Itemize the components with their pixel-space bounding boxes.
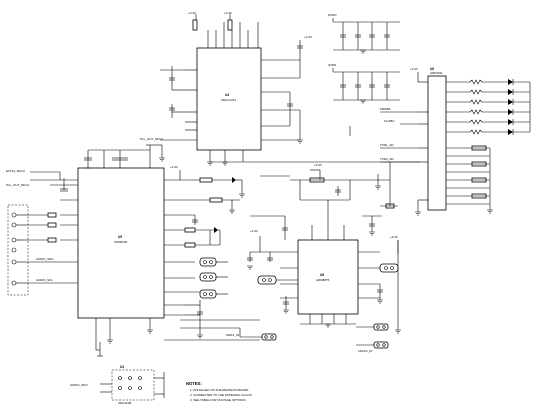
notes-line-1: 1. INSTALLED ON THE REVISION BOARD. bbox=[190, 388, 249, 392]
svg-text:+3.3V: +3.3V bbox=[188, 11, 196, 15]
net-pll-2: PLL_OUT_MCLK bbox=[6, 183, 29, 187]
notes-block: NOTES: 1. INSTALLED ON THE REVISION BOAR… bbox=[186, 381, 252, 402]
svg-text:DVDD: DVDD bbox=[328, 13, 337, 17]
chip-u4-part: ADAU1761 bbox=[221, 98, 236, 102]
chip-u6: U6 ADP3611 +3.3V bbox=[349, 67, 531, 216]
chip-u4-ref: U4 bbox=[225, 93, 229, 97]
chip-u8-ref: U8 bbox=[320, 273, 324, 277]
chip-u8-part: ADM8875 bbox=[316, 278, 330, 282]
chip-u3-part: ADG1209 bbox=[118, 401, 132, 405]
net-fb: FB/ABA bbox=[380, 107, 391, 111]
chip-u4: U4 ADAU1761 bbox=[140, 11, 312, 166]
connector-left bbox=[7, 204, 29, 296]
chip-u5: U5 SSM2603 EXT12_MCLK PLL_OUT_MCLK bbox=[6, 144, 210, 357]
chip-u5-part: SSM2603 bbox=[114, 240, 128, 244]
net-scl: AUDIO_SCL bbox=[36, 278, 53, 282]
net-fl: FL/ABC bbox=[384, 119, 395, 123]
mid-network: +3.3V bbox=[170, 165, 245, 339]
chip-u5-ref: U5 bbox=[118, 235, 122, 239]
svg-text:+3.3V: +3.3V bbox=[314, 163, 322, 167]
svg-text:+3.3V: +3.3V bbox=[170, 165, 178, 169]
net-pll: PLL_OUT_MCLK bbox=[140, 137, 163, 141]
net-mclk: EXT12_MCLK bbox=[6, 169, 25, 173]
chip-u3: U3 AUDIO_SDO ADG1209 bbox=[70, 365, 165, 405]
chip-u3-ref: U3 bbox=[120, 365, 124, 369]
svg-text:+3.3V: +3.3V bbox=[304, 35, 312, 39]
chip-u6-part: ADP3611 bbox=[430, 71, 443, 75]
bus-wires bbox=[164, 161, 420, 341]
net-tx: TXD1_AD bbox=[380, 143, 394, 147]
chip-u5-body bbox=[77, 167, 165, 319]
notes-line-3: 3. SEE TABLE FOR VOLTAGE OPTIONS bbox=[190, 398, 245, 402]
net-sdi: SDI12_IN bbox=[226, 333, 239, 337]
chip-u6-ref: U6 bbox=[430, 67, 434, 71]
svg-text:+3.3V: +3.3V bbox=[250, 229, 258, 233]
chip-u8: U8 ADM8875 +3.3V +3.3V bbox=[226, 163, 401, 353]
net-rx: TXD2_AD bbox=[380, 157, 394, 161]
chip-u4-body bbox=[196, 47, 262, 151]
svg-text:+3.3V: +3.3V bbox=[390, 235, 398, 239]
svg-text:+3.3V: +3.3V bbox=[224, 11, 232, 15]
notes-line-2: 2. CONNECTED TO THE EXTERNAL CLOCK bbox=[190, 393, 252, 397]
cap-bank-mid: AVDD bbox=[328, 63, 400, 104]
net-lrck: LRCLK_IN bbox=[358, 349, 372, 353]
cap-bank-top: DVDD bbox=[328, 13, 400, 54]
svg-text:+3.3V: +3.3V bbox=[410, 67, 418, 71]
chip-u8-body bbox=[297, 239, 359, 315]
svg-text:AVDD: AVDD bbox=[328, 63, 337, 67]
net-sda: AUDIO_SDA bbox=[36, 257, 53, 261]
net-sdo: AUDIO_SDO bbox=[70, 383, 88, 387]
chip-u6-body bbox=[427, 75, 447, 211]
notes-title: NOTES: bbox=[186, 381, 202, 386]
